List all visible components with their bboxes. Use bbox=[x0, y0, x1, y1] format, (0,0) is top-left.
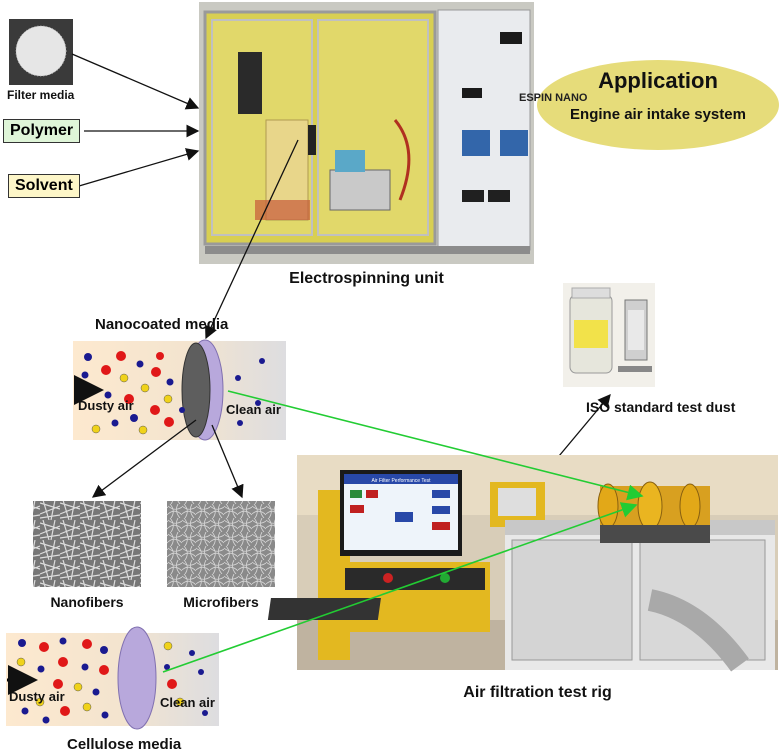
microfibers-label: Microfibers bbox=[183, 594, 259, 610]
microfibers-image bbox=[167, 501, 275, 587]
iso-dust-caption: ISO standard test dust bbox=[586, 399, 736, 415]
nanocoated-title: Nanocoated media bbox=[95, 316, 229, 333]
cellulose-title: Cellulose media bbox=[67, 736, 182, 753]
arrow-to-microfibers bbox=[211, 424, 244, 499]
iso-test-dust-image bbox=[563, 283, 655, 387]
nanofibers-image bbox=[33, 501, 141, 587]
application-title: Application bbox=[598, 68, 718, 93]
filter-media-label: Filter media bbox=[7, 88, 75, 102]
application-ellipse bbox=[537, 60, 779, 150]
cellulose-clean-air: Clean air bbox=[160, 695, 215, 710]
nanocoated-clean-air: Clean air bbox=[226, 402, 281, 417]
nanofibers-label: Nanofibers bbox=[50, 594, 124, 610]
nanocoated-dusty-air: Dusty air bbox=[78, 398, 134, 413]
arrow-unit-to-nanocoated bbox=[205, 139, 299, 340]
polymer-label: Polymer bbox=[3, 119, 81, 143]
air-filtration-test-rig-image: Air Filter Performance Test bbox=[267, 455, 778, 672]
nanocoated-media-diagram bbox=[73, 339, 286, 441]
arrow-filter-to-unit bbox=[71, 53, 200, 110]
green-arrow-cellulose-to-rig bbox=[162, 502, 638, 673]
dust-particles-nanocoated bbox=[81, 351, 265, 435]
green-arrow-nanocoated-to-rig bbox=[227, 390, 644, 501]
arrow-solvent-to-unit bbox=[78, 148, 200, 187]
dust-particles-cellulose bbox=[16, 637, 208, 724]
test-rig-caption: Air filtration test rig bbox=[463, 684, 612, 701]
cellulose-media-diagram bbox=[6, 626, 219, 730]
electrospinning-caption: Electrospinning unit bbox=[289, 270, 444, 287]
electrospinning-unit-image bbox=[199, 2, 534, 264]
cellulose-dusty-air: Dusty air bbox=[9, 689, 65, 704]
arrow-to-nanofibers bbox=[91, 419, 197, 498]
rig-screen-title: Air Filter Performance Test bbox=[371, 478, 431, 484]
filter-media-image bbox=[9, 19, 73, 85]
solvent-label: Solvent bbox=[8, 174, 80, 198]
application-subtitle: Engine air intake system bbox=[570, 106, 746, 123]
espin-brand: ESPIN NANO bbox=[519, 92, 588, 104]
